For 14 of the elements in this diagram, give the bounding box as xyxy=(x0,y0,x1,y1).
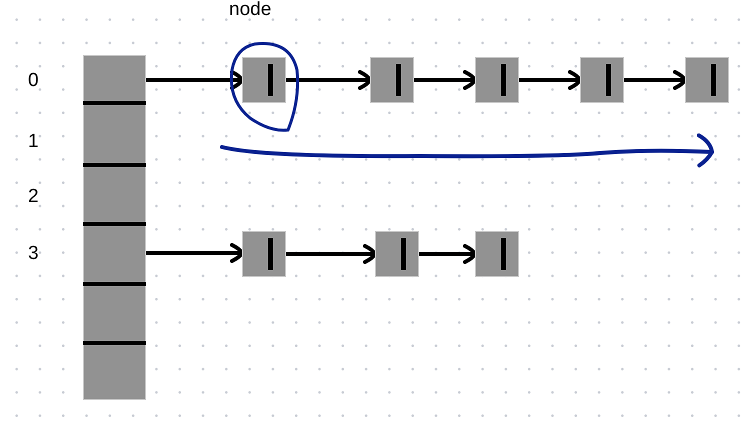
list-node-box xyxy=(375,231,419,277)
list-node-box xyxy=(370,57,414,103)
list-node-box xyxy=(580,57,624,103)
list-node-box xyxy=(242,57,286,103)
list-node-box xyxy=(242,231,286,277)
index-label: 2 xyxy=(28,187,39,206)
list-node-box xyxy=(475,57,519,103)
list-node-box xyxy=(685,57,729,103)
index-label: 1 xyxy=(28,132,39,151)
list-node-box xyxy=(475,231,519,277)
caption-label: node xyxy=(229,0,272,19)
index-label: 3 xyxy=(28,244,39,263)
bucket-array xyxy=(83,55,146,400)
index-label: 0 xyxy=(28,71,39,90)
